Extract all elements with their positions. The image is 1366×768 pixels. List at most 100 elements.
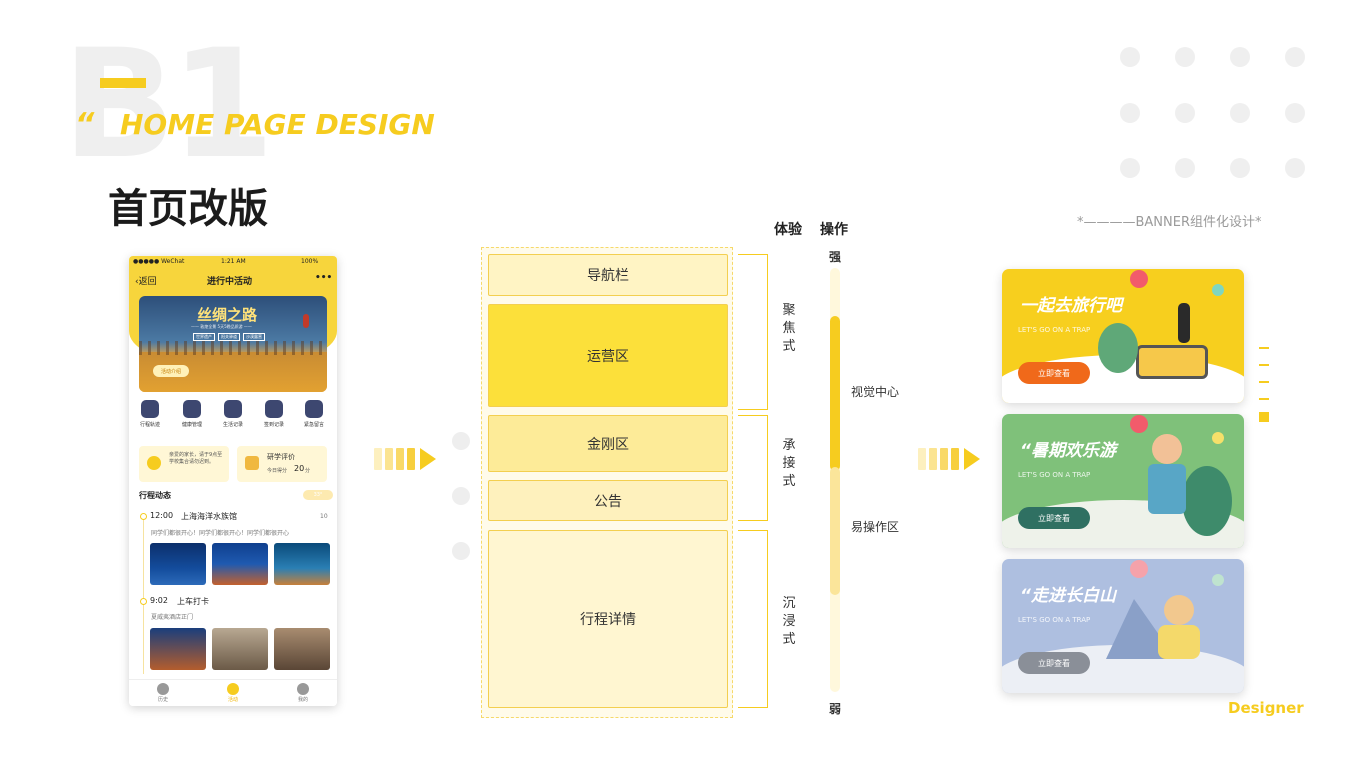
icon-track[interactable]: 行程轨迹 [133, 400, 167, 428]
decorative-dot [1212, 574, 1224, 586]
photo-hotel[interactable] [274, 628, 330, 670]
banner-en: LET'S GO ON A TRAP [1018, 616, 1091, 624]
leaf-illustration [1182, 466, 1232, 536]
boy-shirt [1148, 464, 1186, 514]
tab-history[interactable]: 历史 [143, 683, 183, 703]
icon-checkin[interactable]: 签到记录 [257, 400, 291, 428]
tab-mine[interactable]: 我的 [283, 683, 323, 703]
banner-card[interactable]: 一起去旅行吧 LET'S GO ON A TRAP 立即查看 [1002, 269, 1244, 403]
side-mark [1259, 398, 1269, 400]
designer-label: Designer [1228, 699, 1304, 717]
column-head-operation: 操作 [820, 222, 848, 238]
boy-illustration [1152, 434, 1182, 464]
decorative-dot [1212, 284, 1224, 296]
phone-mockup: ●●●●● WeChat 1:21 AM 100% ‹返回 进行中活动 ••• … [129, 256, 337, 706]
accent-bar [100, 78, 146, 88]
group-bracket [738, 254, 768, 410]
notice-card[interactable]: 亲爱的家长，请于9点至学校集合请勿迟到。 [139, 446, 229, 482]
icon-health[interactable]: 健康管理 [175, 400, 209, 428]
group-bracket [738, 415, 768, 521]
column-head-experience: 体验 [774, 222, 802, 238]
icon-life[interactable]: 生活记录 [216, 400, 250, 428]
decorative-dot [452, 542, 470, 560]
banner-view-button[interactable]: 立即查看 [1018, 652, 1090, 674]
scale-weak: 弱 [829, 702, 842, 716]
item2-sub: 夏威夷酒店正门 [151, 614, 194, 621]
banner-tag: 世界遗产 [193, 333, 215, 341]
decorative-dot [452, 432, 470, 450]
side-mark [1259, 347, 1269, 349]
quote-mark: “ [75, 107, 95, 142]
icon-label: 生活记录 [222, 422, 243, 428]
photo-aquarium[interactable] [274, 543, 330, 585]
item1-place: 上海海洋水族馆 [181, 512, 237, 521]
rating-unit: 分 [305, 468, 311, 474]
boy-shirt [1158, 625, 1200, 659]
banner-tag: 阳关驿道 [218, 333, 240, 341]
tab-activity[interactable]: 活动 [213, 683, 253, 703]
background-number: B1 [62, 18, 275, 192]
page-title: 首页改版 [108, 186, 268, 232]
scale-fill-visual [830, 316, 840, 471]
banner-button[interactable]: 活动介绍 [153, 365, 189, 377]
rating-title: 研学评价 [267, 453, 295, 461]
group-label-immersive: 沉浸式 [782, 596, 796, 647]
icon-message[interactable]: 紧急留言 [297, 400, 331, 428]
tab-bar: 历史 活动 我的 [129, 679, 337, 706]
phone-banner[interactable]: 丝绸之路 —— 敦煌全景 5天5晚品质游 —— 世界遗产 阳关驿道 沙漠露营 活… [139, 296, 327, 392]
status-time: 1:21 AM [221, 258, 246, 265]
wireframe-panel: 导航栏 运营区 金刚区 公告 行程详情 [481, 247, 733, 718]
section-title: 行程动态 [139, 491, 171, 500]
status-battery: 100% [301, 258, 319, 265]
item2-time: 9:02 [150, 596, 168, 605]
group-label-focus: 聚焦式 [782, 303, 796, 354]
decorative-dot [1130, 560, 1148, 578]
scale-strong: 强 [829, 250, 842, 264]
status-carrier: ●●●●● WeChat [133, 258, 185, 265]
star-icon [245, 456, 259, 470]
mascot-icon [227, 683, 239, 695]
icon-label: 紧急留言 [303, 422, 324, 428]
camper-van-illustration [1136, 345, 1208, 379]
decorative-dot [1130, 270, 1148, 288]
lantern-icon [303, 314, 309, 328]
timeline-dot [140, 513, 147, 520]
more-button[interactable]: ••• [315, 273, 333, 283]
user-icon [297, 683, 309, 695]
rating-card[interactable]: 研学评价 今日得分 20 分 [237, 446, 327, 482]
wf-navbar: 导航栏 [488, 254, 728, 296]
status-bar: ●●●●● WeChat 1:21 AM 100% [129, 258, 337, 268]
caravan-illustration [139, 341, 327, 355]
track-icon [141, 400, 159, 418]
banner-view-button[interactable]: 立即查看 [1018, 507, 1090, 529]
photo-hotel[interactable] [212, 628, 268, 670]
side-mark [1259, 381, 1269, 383]
wf-operation-area: 运营区 [488, 304, 728, 407]
nav-title: 进行中活动 [207, 277, 253, 287]
person-illustration [1178, 303, 1190, 343]
banner-title: “走进长白山 [1020, 586, 1116, 606]
photo-aquarium[interactable] [150, 543, 206, 585]
side-mark [1259, 364, 1269, 366]
banner-title: 丝绸之路 [197, 306, 258, 324]
back-label: 返回 [138, 277, 157, 287]
photo-hotel[interactable] [150, 628, 206, 670]
boy-illustration [1164, 595, 1194, 625]
back-button[interactable]: ‹返回 [135, 277, 157, 287]
item1-time: 12:00 [150, 511, 174, 520]
bell-icon [224, 400, 242, 418]
notice-icon [147, 456, 161, 470]
phone-navbar: ‹返回 进行中活动 ••• [129, 272, 337, 290]
calendar-icon [265, 400, 283, 418]
flow-arrow [918, 448, 988, 470]
decorative-dot [452, 487, 470, 505]
banner-card[interactable]: “走进长白山 LET'S GO ON A TRAP 立即查看 [1002, 559, 1244, 693]
banner-view-button[interactable]: 立即查看 [1018, 362, 1090, 384]
banner-card[interactable]: “暑期欢乐游 LET'S GO ON A TRAP 立即查看 [1002, 414, 1244, 548]
tab-label: 活动 [227, 697, 238, 703]
banner-note: *————BANNER组件化设计* [1077, 215, 1262, 230]
photo-aquarium[interactable] [212, 543, 268, 585]
scale-fill-operation [830, 467, 840, 595]
clock-icon [157, 683, 169, 695]
heart-icon [183, 400, 201, 418]
